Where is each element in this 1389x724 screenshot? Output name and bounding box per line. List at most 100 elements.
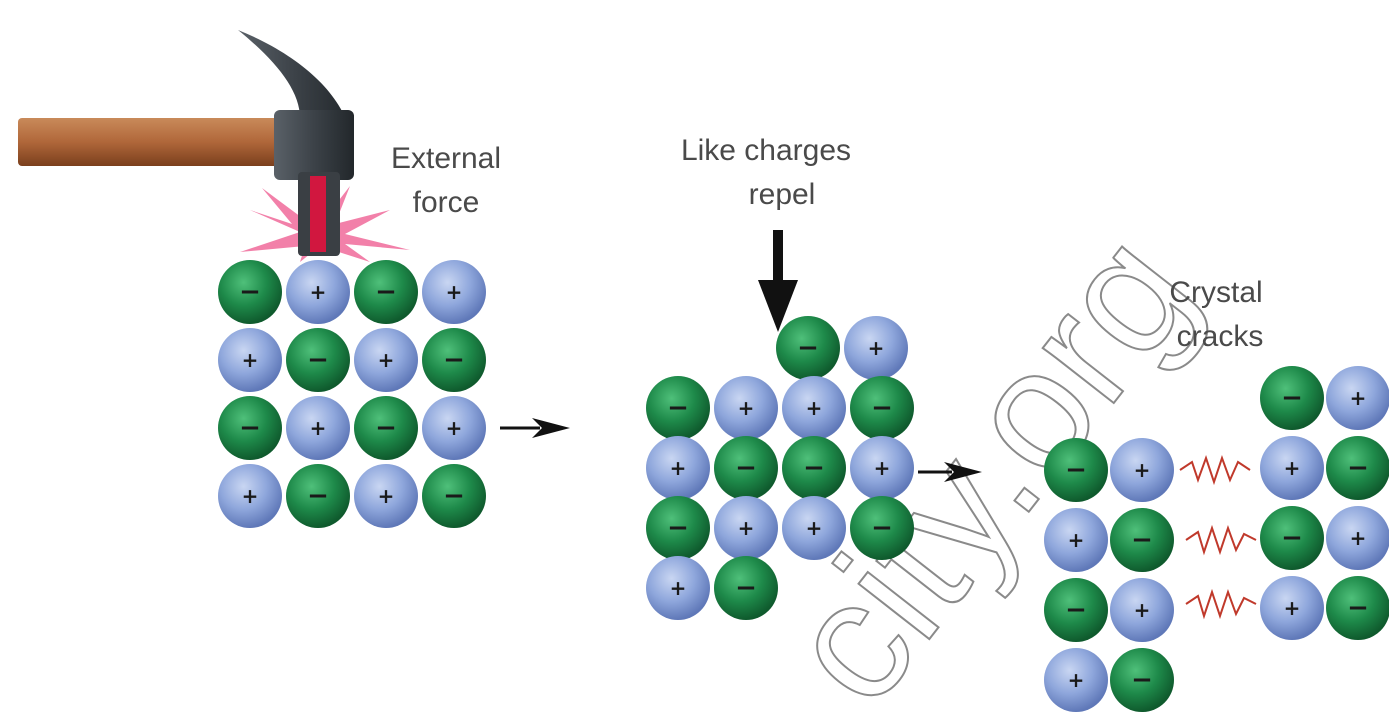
plus-sign: + [1068, 668, 1085, 692]
plus-sign: + [806, 396, 823, 420]
right-arrow-icon [500, 418, 570, 438]
anion-ion: − [1260, 366, 1324, 430]
hammer-handle [18, 118, 288, 166]
cation-ion: + [218, 328, 282, 392]
minus-sign: − [375, 277, 397, 307]
cation-ion: + [844, 316, 908, 380]
label-like-charges-repel: Like charges repel [681, 134, 851, 211]
hammer-face-highlight [310, 176, 326, 252]
hammer-neck [274, 110, 354, 180]
label-line: repel [749, 178, 816, 211]
minus-sign: − [667, 393, 689, 423]
hammer-icon [18, 30, 410, 262]
plus-sign: + [378, 348, 395, 372]
cation-ion: + [354, 464, 418, 528]
plus-sign: + [670, 576, 687, 600]
minus-sign: − [1347, 453, 1369, 483]
plus-sign: + [874, 456, 891, 480]
minus-sign: − [803, 453, 825, 483]
minus-sign: − [239, 277, 261, 307]
cation-ion: + [286, 396, 350, 460]
label-line: Like charges [681, 134, 851, 167]
minus-sign: − [735, 453, 757, 483]
cation-ion: + [1110, 438, 1174, 502]
anion-ion: − [1326, 436, 1389, 500]
cation-ion: + [218, 464, 282, 528]
cation-ion: + [1044, 648, 1108, 712]
intact-crystal: −+−++−+−−+−++−+− [218, 260, 486, 528]
plus-sign: + [378, 484, 395, 508]
cation-ion: + [850, 436, 914, 500]
plus-sign: + [1134, 458, 1151, 482]
plus-sign: + [446, 280, 463, 304]
anion-ion: − [646, 496, 710, 560]
plus-sign: + [1284, 596, 1301, 620]
anion-ion: − [1044, 578, 1108, 642]
cation-ion: + [1044, 508, 1108, 572]
minus-sign: − [1281, 523, 1303, 553]
anion-ion: − [1110, 648, 1174, 712]
anion-ion: − [646, 376, 710, 440]
label-line: force [413, 186, 480, 219]
spring-icon [1186, 592, 1256, 616]
down-arrow-icon [758, 230, 798, 332]
cation-ion: + [1110, 578, 1174, 642]
minus-sign: − [735, 573, 757, 603]
anion-ion: − [422, 464, 486, 528]
minus-sign: − [1065, 455, 1087, 485]
anion-ion: − [850, 376, 914, 440]
minus-sign: − [1347, 593, 1369, 623]
cation-ion: + [1260, 436, 1324, 500]
plus-sign: + [670, 456, 687, 480]
spring-icon [1180, 458, 1250, 482]
anion-ion: − [1260, 506, 1324, 570]
repulsion-springs [1180, 458, 1256, 616]
anion-ion: − [1110, 508, 1174, 572]
minus-sign: − [443, 345, 465, 375]
minus-sign: − [797, 333, 819, 363]
cation-ion: + [422, 260, 486, 324]
minus-sign: − [1131, 525, 1153, 555]
anion-ion: − [218, 396, 282, 460]
minus-sign: − [239, 413, 261, 443]
minus-sign: − [871, 513, 893, 543]
plus-sign: + [310, 416, 327, 440]
plus-sign: + [1134, 598, 1151, 622]
cation-ion: + [782, 496, 846, 560]
minus-sign: − [667, 513, 689, 543]
minus-sign: − [1131, 665, 1153, 695]
minus-sign: − [375, 413, 397, 443]
anion-ion: − [354, 260, 418, 324]
label-line: External [391, 142, 501, 175]
cation-ion: + [354, 328, 418, 392]
plus-sign: + [1350, 526, 1367, 550]
plus-sign: + [738, 396, 755, 420]
plus-sign: + [1350, 386, 1367, 410]
anion-ion: − [354, 396, 418, 460]
anion-ion: − [714, 556, 778, 620]
plus-sign: + [868, 336, 885, 360]
anion-ion: − [776, 316, 840, 380]
cation-ion: + [714, 496, 778, 560]
minus-sign: − [307, 481, 329, 511]
label-external-force: External force [391, 142, 501, 219]
cation-ion: + [714, 376, 778, 440]
plus-sign: + [738, 516, 755, 540]
minus-sign: − [1065, 595, 1087, 625]
cation-ion: + [286, 260, 350, 324]
anion-ion: − [714, 436, 778, 500]
anion-ion: − [422, 328, 486, 392]
minus-sign: − [871, 393, 893, 423]
minus-sign: − [443, 481, 465, 511]
plus-sign: + [1284, 456, 1301, 480]
plus-sign: + [310, 280, 327, 304]
anion-ion: − [286, 464, 350, 528]
minus-sign: − [307, 345, 329, 375]
anion-ion: − [218, 260, 282, 324]
label-line: Crystal [1169, 276, 1262, 309]
anion-ion: − [286, 328, 350, 392]
cation-ion: + [422, 396, 486, 460]
cation-ion: + [1260, 576, 1324, 640]
cation-ion: + [646, 556, 710, 620]
